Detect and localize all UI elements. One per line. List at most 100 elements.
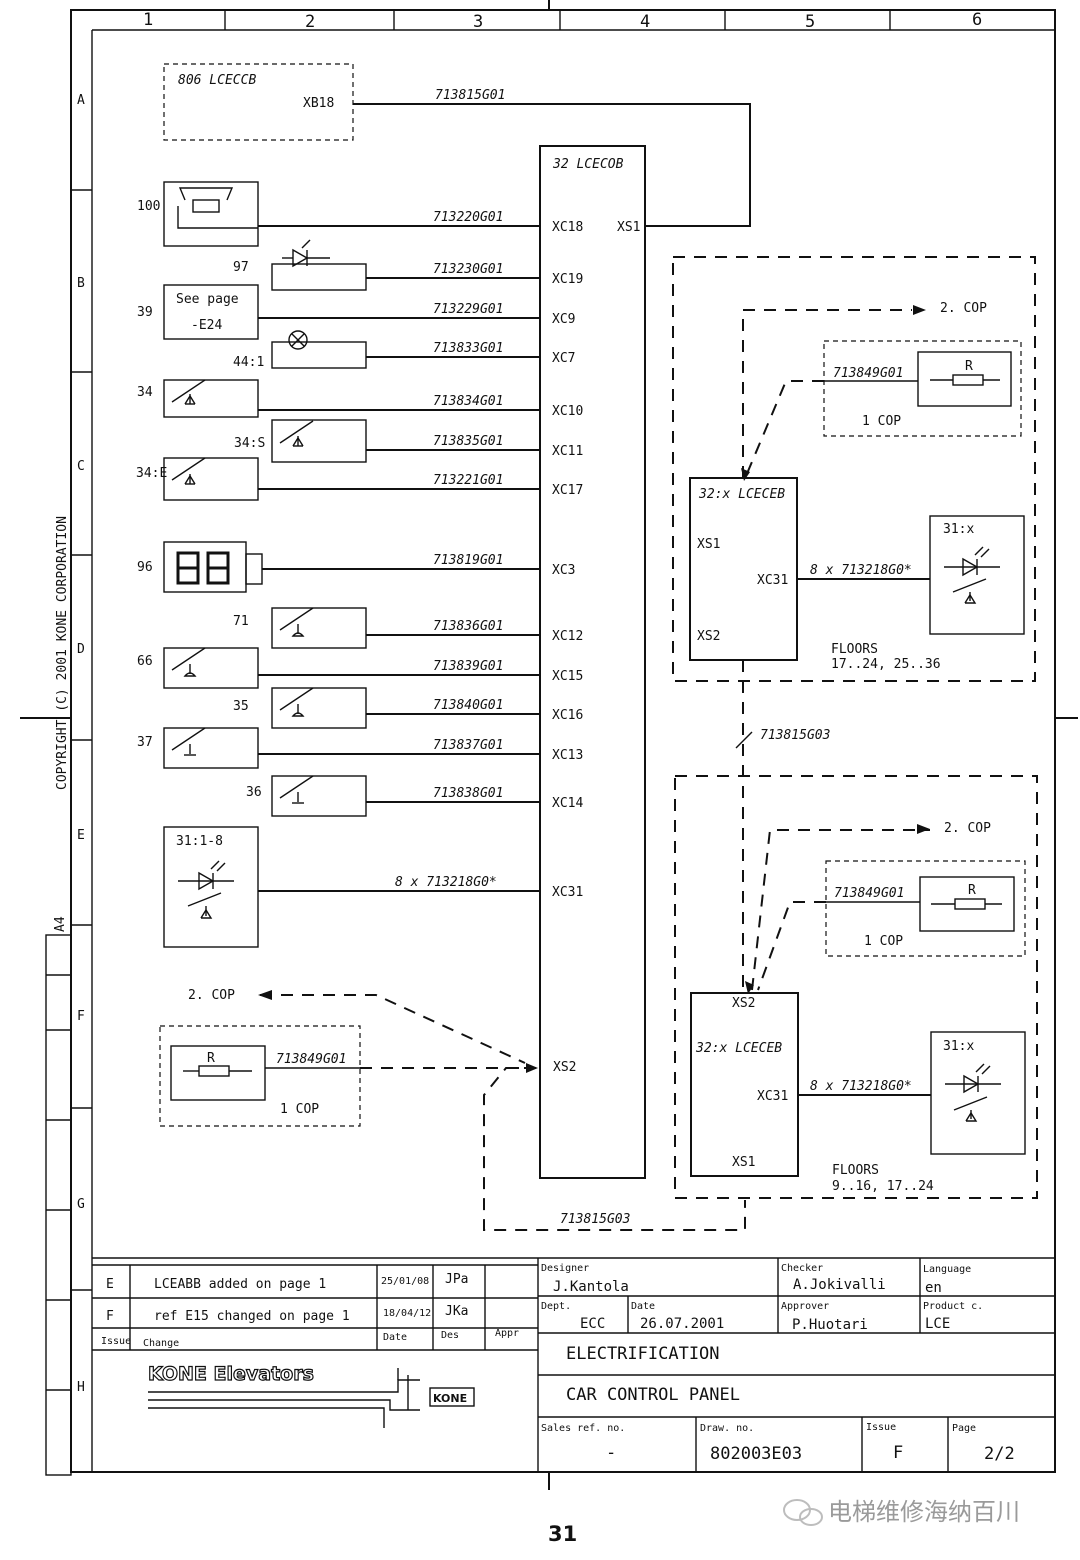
approver-label: Approver [781,1301,829,1312]
seven-segment-icon [176,551,230,585]
drawing-frame [20,0,1078,1490]
row-labels: A B C D E F G H [77,93,85,1395]
column-label: 4 [640,12,650,32]
column-label: 1 [143,10,153,30]
issue-value: F [893,1443,903,1463]
port-label: XC31 [552,885,583,900]
column-label: 2 [305,12,315,32]
row-label: F [77,1009,85,1024]
cable-label: 713834G01 [433,394,503,409]
cop-label: 1 COP [862,414,901,429]
designer-value: J.Kantola [553,1279,629,1295]
floors-label: FLOORS [832,1163,879,1178]
board-806-title: 806 LCECCB [178,73,256,88]
cop-label: 1 COP [864,934,903,949]
issue-label: Issue [866,1422,896,1433]
port-label: XC16 [552,708,583,723]
port-xs2: XS2 [732,996,755,1011]
header-des: Des [441,1330,459,1341]
header-appr: Appr [495,1328,519,1339]
button-component [163,457,259,501]
speaker-component [163,181,259,247]
drawing-number-label: Draw. no. [700,1423,754,1434]
floors-range: 9..16, 17..24 [832,1179,934,1194]
designer-label: Designer [541,1263,589,1274]
component-id: 97 [233,260,249,275]
key-switch-icon [279,607,314,637]
car-button-component [930,1031,1026,1155]
link-cable-label: 713815G03 [560,1212,630,1227]
sales-ref-value: - [606,1443,616,1463]
language-value: en [925,1280,942,1296]
component-id: 100 [137,199,160,214]
to-cop-label: 2. COP [944,821,991,836]
component-id: 31:1-8 [176,834,223,849]
product-value: LCE [925,1316,950,1332]
cable-label: 713840G01 [433,698,503,713]
paper-size-label: A4 [53,916,68,932]
revision-date: 25/01/08 [381,1276,429,1287]
resistor-icon [183,1065,252,1077]
row-label: B [77,276,85,291]
port-label: XC9 [552,312,575,327]
revision-issue: E [106,1277,114,1292]
row-label: A [77,93,85,108]
cable-label: 713230G01 [433,262,503,277]
title-block: Designer J.Kantola Checker A.Jokivalli L… [538,1258,1055,1472]
revision-designer: JPa [445,1272,468,1287]
component-id: 35 [233,699,249,714]
floors-range: 17..24, 25..36 [831,657,941,672]
port-label: XC17 [552,483,583,498]
illuminated-button-icon [944,546,1000,604]
drawing-subtitle: CAR CONTROL PANEL [566,1385,740,1405]
port-label: XC10 [552,404,583,419]
button-id: 31:x [943,1039,974,1054]
button-component [163,379,259,418]
revision-designer: JKa [445,1304,468,1319]
main-board-title: 32 LCECOB [552,157,624,172]
to-cop-label: 2. COP [940,301,987,316]
revision-date: 18/04/12 [383,1308,431,1319]
cable-label: 713835G01 [433,434,503,449]
pushbutton-icon [279,420,314,447]
display-component [163,541,247,593]
port-xs1: XS1 [617,220,640,235]
row-label: H [77,1380,85,1395]
lower-floor-group: 2. COP R 713849G01 1 COP XS2 32:x LCECEB… [674,775,1038,1199]
cable-label: 713819G01 [433,553,503,568]
component-id: 44:1 [233,355,264,370]
port-xc31: XC31 [757,573,788,588]
header-issue: Issue [101,1336,131,1347]
row-label: C [77,459,85,474]
port-label: XC11 [552,444,583,459]
led-component [271,263,367,291]
date-value: 26.07.2001 [640,1316,724,1332]
cable-label: 713815G01 [435,88,505,103]
row-label: E [77,828,85,843]
header-date: Date [383,1332,407,1343]
kone-logo: KONE Elevators KONE [147,1362,475,1428]
page-number: 31 [548,1522,577,1546]
component-id: 34:S [234,436,265,451]
revision-table: E LCEABB added on page 1 25/01/08 JPa F … [92,1257,1055,1472]
to-cop-label: 2. COP [188,988,235,1003]
port-label: XC14 [552,796,583,811]
component-id: 34:E [136,466,167,481]
car-button-component [163,826,259,948]
stop-switch-icon [171,727,206,756]
cable-label: 713838G01 [433,786,503,801]
component-id: 36 [246,785,262,800]
revision-change: ref E15 changed on page 1 [154,1309,350,1324]
component-id: 37 [137,735,153,750]
logo-text: KONE Elevators [148,1363,314,1385]
resistor-label: R [207,1051,215,1066]
cable-label: 713849G01 [276,1052,346,1067]
cop-left-group: 2. COP R 713849G01 1 COP 713815G03 [159,988,746,1231]
group-link: 713815G03 [735,660,830,990]
port-xb18: XB18 [303,96,334,111]
drawing-number: 802003E03 [710,1444,802,1464]
cable-label: 713229G01 [433,302,503,317]
approver-value: P.Huotari [792,1317,868,1333]
resistor-label: R [968,883,976,898]
resistor-icon [930,374,1000,386]
